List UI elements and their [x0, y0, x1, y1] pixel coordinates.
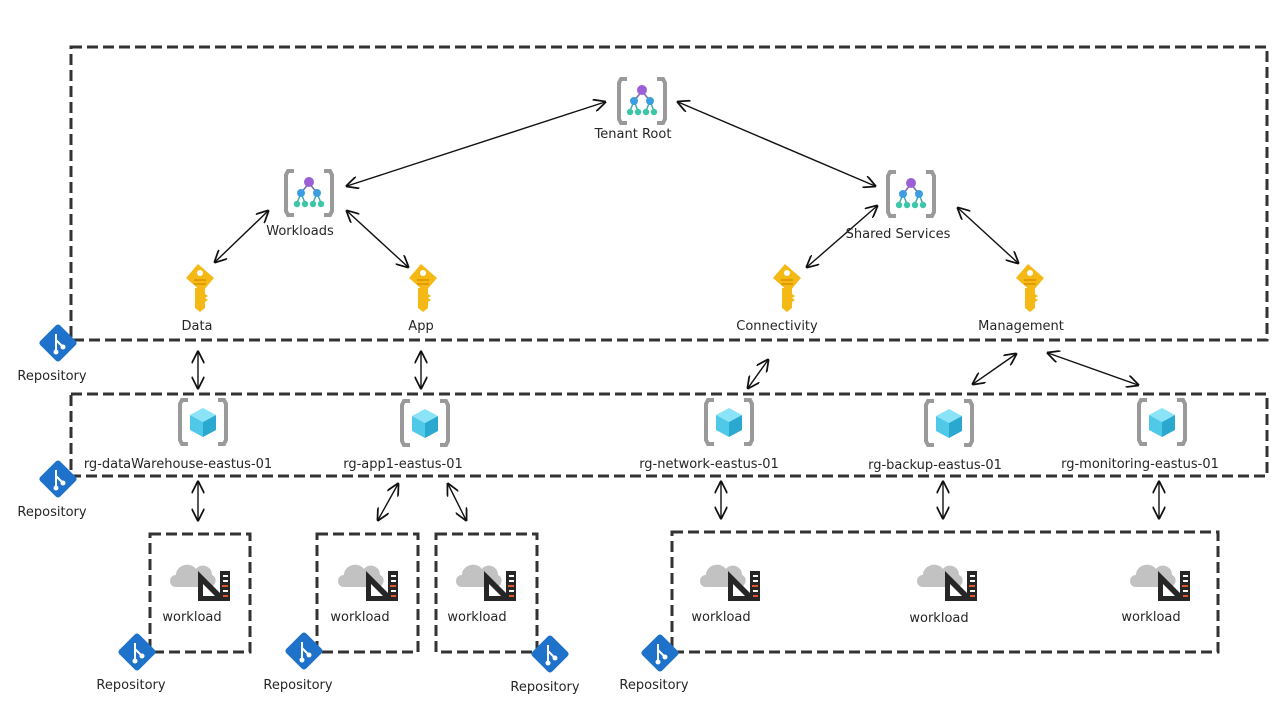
rg-backup-label: rg-backup-eastus-01 [868, 458, 1002, 473]
arrow-management-backup [973, 354, 1016, 384]
rg-backup-icon [924, 399, 974, 447]
arrow-root-workloads [347, 102, 605, 186]
arrow-shared-management [958, 208, 1018, 263]
rg-network-icon [704, 398, 754, 446]
arrow-workloads-app [347, 211, 408, 267]
workload-label-2: workload [330, 610, 390, 625]
connection-arrows [198, 102, 1159, 520]
repository-icon-app1-workload-b[interactable] [529, 633, 571, 675]
tenant-root-icon [617, 77, 667, 125]
workload-icon-6 [1130, 564, 1190, 601]
management-subscription-key-icon [1016, 264, 1044, 312]
rg-datawarehouse-icon [178, 398, 228, 446]
tenant-root-label: Tenant Root [594, 127, 672, 142]
repository-label-mg: Repository [17, 369, 87, 384]
rg-app1-icon [400, 399, 450, 447]
arrow-root-shared [678, 102, 875, 186]
workloads-mg-icon [284, 169, 334, 217]
rg-monitoring-label: rg-monitoring-eastus-01 [1061, 457, 1219, 472]
app-subscription-key-icon [409, 264, 437, 312]
workloads-mg-label: Workloads [266, 224, 334, 239]
arrow-management-monitoring [1048, 353, 1138, 385]
repository-icon-shared-workload[interactable] [639, 632, 681, 674]
repository-label-data-workload: Repository [96, 678, 166, 693]
workload-label-4: workload [691, 610, 751, 625]
repository-label-app1-workload-b: Repository [510, 680, 580, 695]
arrow-rg-app1-workload-b [448, 484, 466, 520]
app-subscription-label: App [408, 319, 434, 334]
rg-datawarehouse-label: rg-dataWarehouse-eastus-01 [83, 457, 273, 472]
repository-label-app1-workload-a: Repository [263, 678, 333, 693]
workload-icon-4 [700, 564, 760, 601]
workload-label-3: workload [447, 610, 507, 625]
rg-monitoring-icon [1137, 398, 1187, 446]
repository-icon-data-workload[interactable] [116, 631, 158, 673]
repository-label-shared-workload: Repository [619, 678, 689, 693]
shared-services-mg-icon [886, 170, 936, 218]
rg-app1-label: rg-app1-eastus-01 [343, 457, 463, 472]
rg-network-label: rg-network-eastus-01 [639, 457, 779, 472]
workload-label-6: workload [1121, 610, 1181, 625]
repository-label-rg: Repository [17, 505, 87, 520]
workload-icon-3 [456, 564, 516, 601]
connectivity-subscription-label: Connectivity [736, 319, 818, 334]
arrow-workloads-data [215, 211, 268, 262]
resource-group-container [69, 392, 1269, 478]
arrow-shared-connectivity [807, 206, 877, 267]
management-group-container [69, 45, 1269, 342]
workload-icon-2 [338, 564, 398, 601]
arrow-connectivity-rg [748, 360, 768, 388]
repository-icon-app1-workload-a[interactable] [283, 630, 325, 672]
data-subscription-label: Data [181, 319, 213, 334]
arrow-rg-app1-workload-a [378, 484, 398, 520]
workload-label-5: workload [909, 611, 969, 626]
workload-icon-1 [170, 564, 230, 601]
workload-container-data [148, 532, 252, 654]
workload-container-app1-b [434, 532, 539, 654]
data-subscription-key-icon [186, 264, 214, 312]
workload-container-app1-a [315, 532, 420, 654]
workload-label-1: workload [162, 610, 222, 625]
shared-services-mg-label: Shared Services [845, 227, 951, 242]
management-subscription-label: Management [978, 319, 1064, 334]
connectivity-subscription-key-icon [773, 264, 801, 312]
workload-container-shared [670, 530, 1220, 654]
workload-icon-5 [917, 564, 977, 601]
